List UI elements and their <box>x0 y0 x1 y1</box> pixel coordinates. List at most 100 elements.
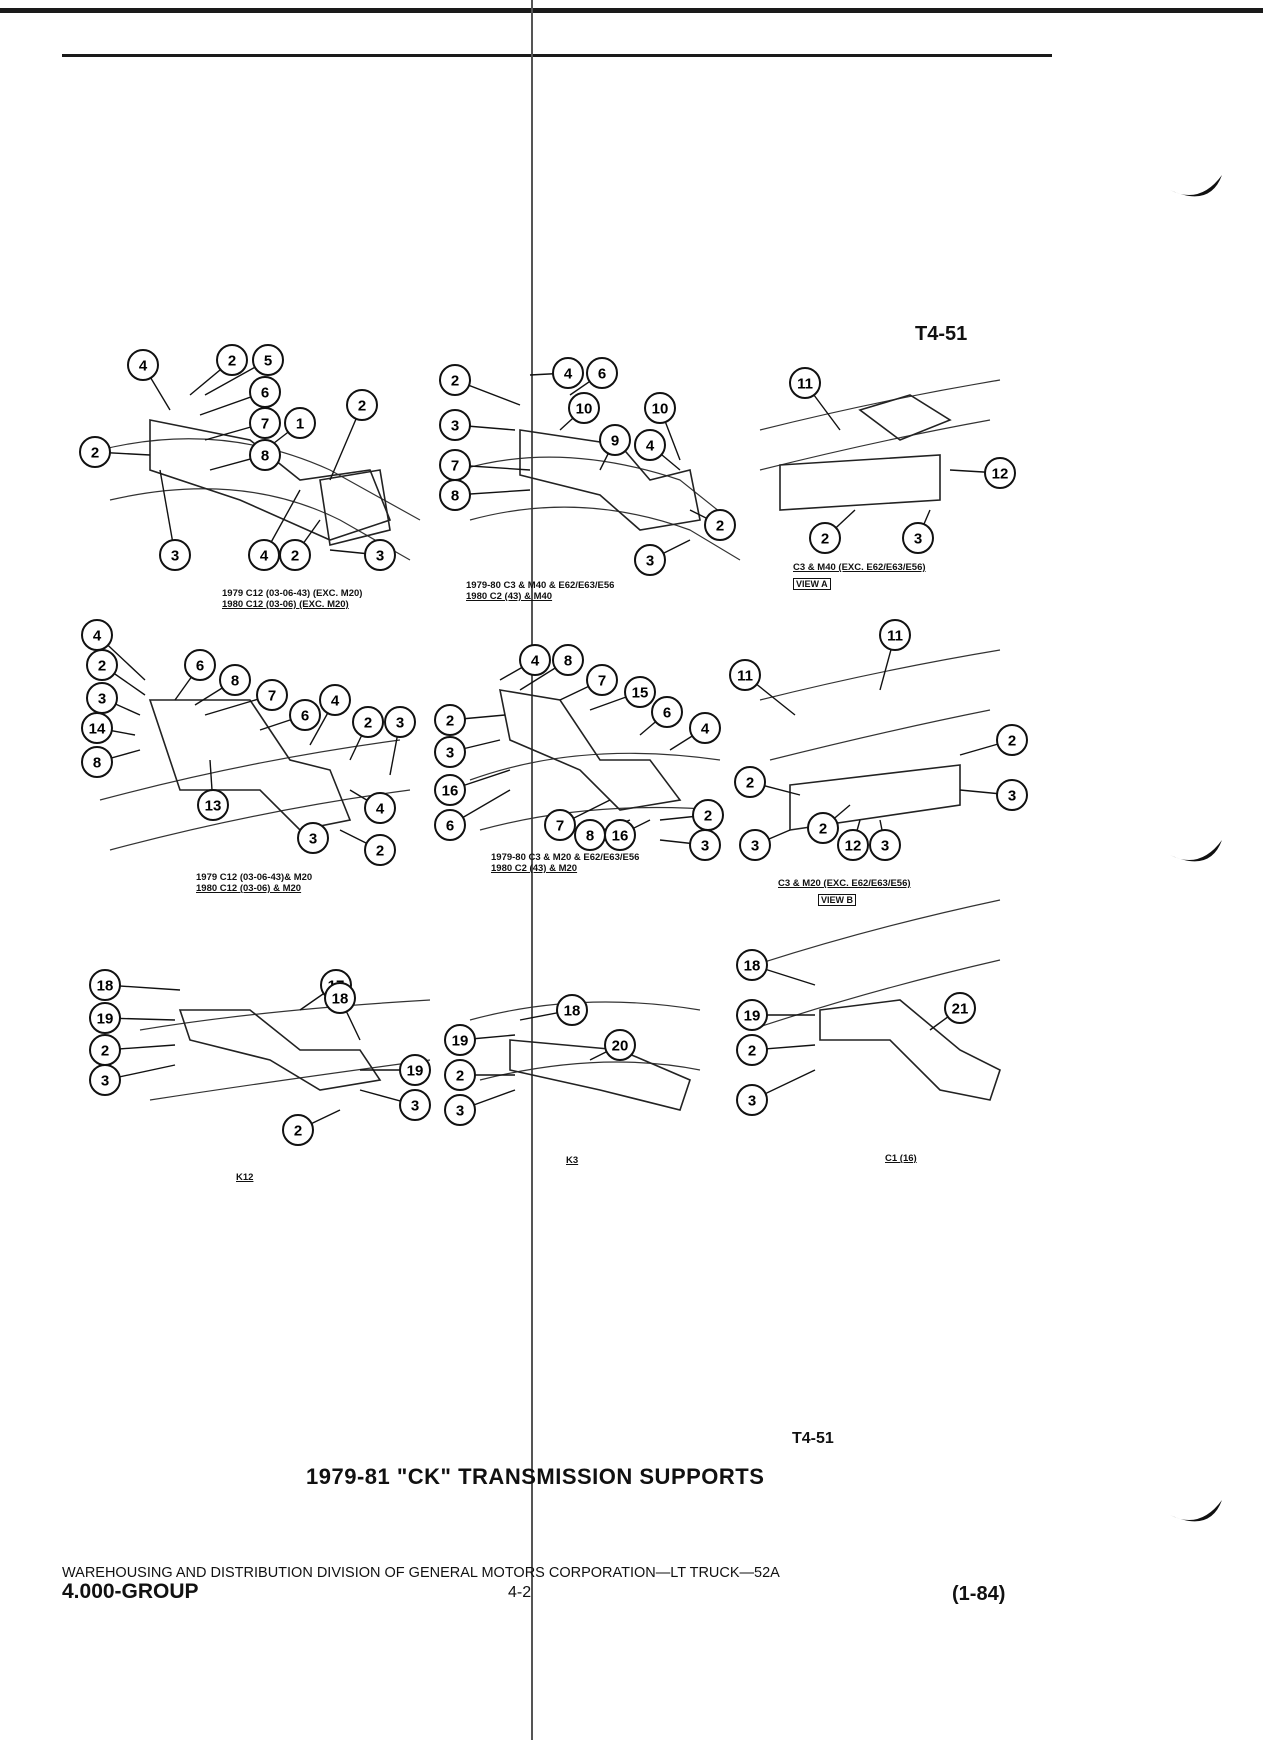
callout-p2-7: 9 <box>599 424 631 471</box>
callout-p4-16: 2 <box>339 829 396 866</box>
caption-p4-line2: 1980 C12 (03-06) & M20 <box>196 883 302 894</box>
callout-number: 11 <box>797 376 813 393</box>
callout-number: 18 <box>564 1003 581 1020</box>
callout-number: 3 <box>101 1073 109 1090</box>
callout-number: 3 <box>751 838 759 855</box>
callout-p5-2: 8 <box>519 644 584 691</box>
callout-number: 21 <box>952 1001 969 1018</box>
callout-number: 3 <box>411 1098 419 1115</box>
panel-9-drawing <box>739 899 1001 1101</box>
callout-circle <box>79 436 111 468</box>
callout-number: 11 <box>737 668 753 685</box>
callout-p7-5: 2 <box>89 1034 176 1066</box>
callout-p6-1: 11 <box>729 659 796 716</box>
callout-circle <box>399 1054 431 1086</box>
callout-number: 2 <box>821 531 829 548</box>
callout-circle <box>444 1094 476 1126</box>
callout-number: 8 <box>261 448 269 465</box>
callout-p6-8: 3 <box>869 819 901 861</box>
callout-p3-1: 11 <box>789 367 841 431</box>
callout-number: 16 <box>442 783 459 800</box>
callout-circle <box>544 809 576 841</box>
callout-circle <box>552 644 584 676</box>
callout-p1-7: 2 <box>329 389 378 481</box>
callout-p5-3: 7 <box>559 664 618 701</box>
callout-p8-5: 3 <box>444 1089 516 1126</box>
callout-number: 3 <box>376 548 384 565</box>
callout-circle <box>81 746 113 778</box>
callout-p1-10: 3 <box>159 469 191 571</box>
callout-circle <box>284 407 316 439</box>
callout-number: 3 <box>914 531 922 548</box>
panel-2-drawing <box>459 429 741 561</box>
callout-circle <box>364 834 396 866</box>
caption-p3-line1: C3 & M40 (EXC. E62/E63/E56) <box>793 562 926 573</box>
callout-number: 18 <box>332 991 349 1008</box>
callout-p5-7: 4 <box>669 712 721 751</box>
callout-number: 6 <box>598 366 606 383</box>
callout-circle <box>837 829 869 861</box>
caption-p4-line1: 1979 C12 (03-06-43)& M20 <box>196 872 313 883</box>
callout-number: 3 <box>456 1103 464 1120</box>
callout-number: 7 <box>268 688 276 705</box>
callout-p5-15: 3 <box>659 829 721 861</box>
callout-p5-14: 16 <box>604 819 651 851</box>
callout-p6-6: 12 <box>837 819 869 861</box>
callout-circle <box>279 539 311 571</box>
callout-circle <box>297 822 329 854</box>
callout-circle <box>434 774 466 806</box>
caption-p1-line2: 1980 C12 (03-06) (EXC. M20) <box>222 599 349 610</box>
page-curl-1 <box>1170 175 1222 197</box>
callout-p5-12: 2 <box>659 799 724 831</box>
callout-p9-5: 3 <box>736 1069 816 1116</box>
callout-p8-1: 18 <box>519 994 588 1026</box>
callout-p9-1: 18 <box>736 949 816 986</box>
panel-5-drawing <box>469 689 721 831</box>
callout-number: 12 <box>845 838 862 855</box>
callout-circle <box>86 649 118 681</box>
callout-number: 2 <box>716 518 724 535</box>
callout-circle <box>556 994 588 1026</box>
callout-number: 3 <box>451 418 459 435</box>
callout-circle <box>599 424 631 456</box>
callout-p3-2: 12 <box>949 457 1016 489</box>
callout-number: 4 <box>331 693 340 710</box>
callout-p6-7: 2 <box>807 804 851 844</box>
callout-p2-12: 3 <box>634 539 691 576</box>
callout-circle <box>996 724 1028 756</box>
caption-panel-4: 1979 C12 (03-06-43)& M20 1980 C12 (03-06… <box>196 872 312 894</box>
callout-p2-1: 2 <box>439 364 521 406</box>
callout-circle <box>984 457 1016 489</box>
callout-number: 8 <box>564 653 572 670</box>
caption-p6-line1: C3 & M20 (EXC. E62/E63/E56) <box>778 878 911 889</box>
callout-circle <box>734 766 766 798</box>
callout-circle <box>634 429 666 461</box>
page-curl-3 <box>1170 1500 1222 1522</box>
callout-number: 8 <box>93 755 101 772</box>
callout-circle <box>739 829 771 861</box>
callout-circle <box>736 1034 768 1066</box>
callout-circle <box>689 829 721 861</box>
callout-circle <box>249 407 281 439</box>
callout-circle <box>879 619 911 651</box>
callout-p4-14: 4 <box>349 789 396 824</box>
caption-p5-line1: 1979-80 C3 & M20 & E62/E63/E56 <box>491 852 640 863</box>
callout-number: 3 <box>396 715 404 732</box>
callout-number: 2 <box>1008 733 1016 750</box>
top-edge-rule <box>0 8 1263 13</box>
callout-circle <box>249 439 281 471</box>
callout-p7-9: 2 <box>282 1109 341 1146</box>
callout-p4-5: 3 <box>86 682 141 716</box>
callout-circle <box>604 1029 636 1061</box>
callout-p2-2: 4 <box>529 357 584 389</box>
callout-p5-8: 3 <box>434 736 501 768</box>
callout-number: 2 <box>228 353 236 370</box>
callout-circle <box>604 819 636 851</box>
callout-number: 3 <box>446 745 454 762</box>
callout-circle <box>127 349 159 381</box>
panel-7-drawing <box>139 999 431 1101</box>
callout-p4-12: 8 <box>81 746 141 778</box>
callout-p1-3: 5 <box>204 344 284 396</box>
callout-circle <box>346 389 378 421</box>
callout-p4-10: 2 <box>349 706 384 761</box>
